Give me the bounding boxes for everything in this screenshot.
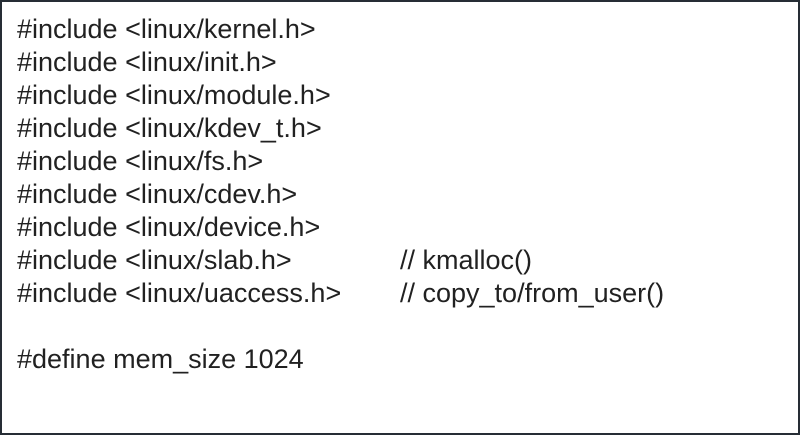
inline-comment: // kmalloc() (400, 245, 533, 275)
code-line: #include <linux/fs.h> (17, 145, 788, 178)
code-text: #include <linux/cdev.h> (17, 179, 298, 209)
code-text: #include <linux/module.h> (17, 80, 331, 110)
code-line: #include <linux/kdev_t.h> (17, 112, 788, 145)
code-line: #include <linux/device.h> (17, 211, 788, 244)
inline-comment: // copy_to/from_user() (400, 278, 665, 308)
code-line: #include <linux/init.h> (17, 46, 788, 79)
code-text: #define mem_size 1024 (17, 344, 304, 374)
code-text: #include <linux/fs.h> (17, 146, 264, 176)
code-line: #include <linux/kernel.h> (17, 13, 788, 46)
code-text: #include <linux/device.h> (17, 212, 321, 242)
code-line: #include <linux/slab.h> // kmalloc() (17, 244, 788, 277)
code-line: #define mem_size 1024 (17, 343, 788, 376)
code-text: #include <linux/uaccess.h> (17, 278, 342, 308)
blank-line (17, 310, 788, 343)
code-line: #include <linux/module.h> (17, 79, 788, 112)
code-text: #include <linux/slab.h> (17, 245, 292, 275)
code-line: #include <linux/cdev.h> (17, 178, 788, 211)
code-text: #include <linux/kernel.h> (17, 14, 316, 44)
code-text: #include <linux/kdev_t.h> (17, 113, 322, 143)
code-text: #include <linux/init.h> (17, 47, 277, 77)
code-line: #include <linux/uaccess.h> // copy_to/fro… (17, 277, 788, 310)
